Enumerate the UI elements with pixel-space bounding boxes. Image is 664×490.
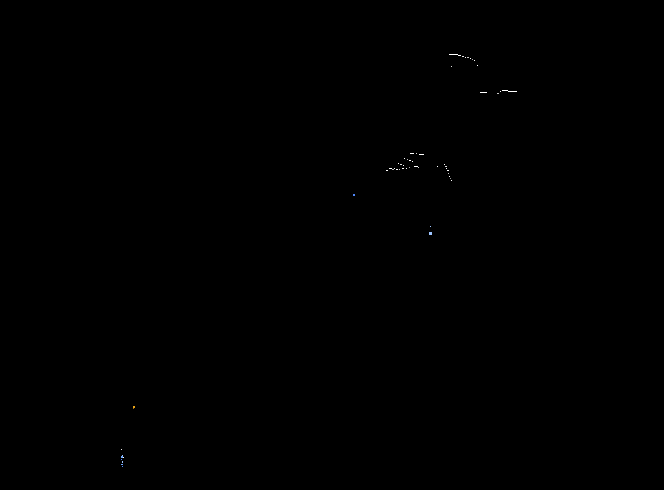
blank-dark-screen[interactable]: No signal Almost entirely black screen w… — [0, 0, 664, 490]
